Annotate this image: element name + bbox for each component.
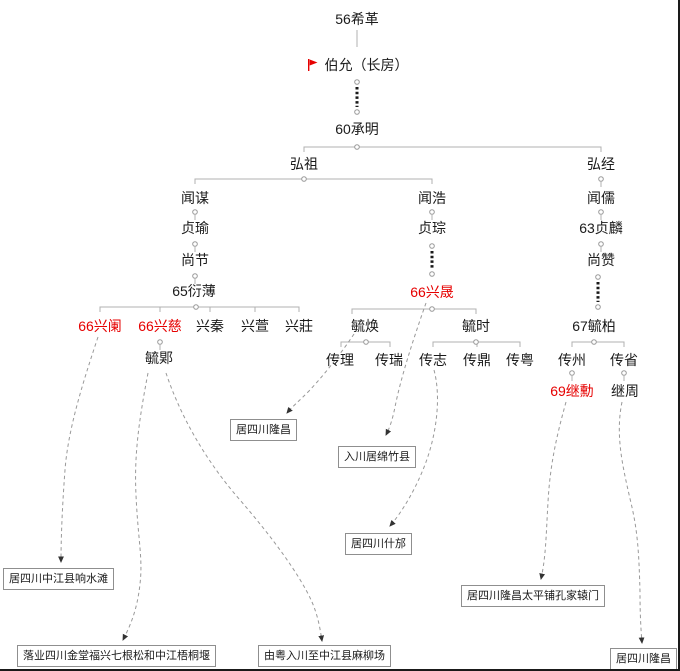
children-bracket xyxy=(571,341,625,347)
location-box-shifang: 居四川什邡 xyxy=(345,533,412,556)
person-xingzhuang[interactable]: 兴莊 xyxy=(285,318,313,334)
person-xingsheng[interactable]: 66兴晟 xyxy=(410,284,454,300)
person-chuanding[interactable]: 传鼎 xyxy=(463,352,491,368)
location-box-longchang1: 居四川隆昌 xyxy=(230,419,297,442)
person-wenru[interactable]: 闻儒 xyxy=(587,190,615,206)
children-bracket xyxy=(351,308,477,314)
person-xinglan[interactable]: 66兴阑 xyxy=(78,318,122,334)
location-box-xiangshuitan: 居四川中江县响水滩 xyxy=(3,568,114,591)
single-links xyxy=(157,176,627,381)
location-box-taipingpu: 居四川隆昌太平铺孔家辕门 xyxy=(461,585,605,608)
location-box-mianzhu: 入川居绵竹县 xyxy=(338,446,416,469)
person-hongzu[interactable]: 弘祖 xyxy=(290,156,318,172)
person-zhenyu[interactable]: 贞瑜 xyxy=(181,220,209,236)
person-jixun[interactable]: 69继勳 xyxy=(550,383,594,399)
person-boyun[interactable]: 伯允（长房） xyxy=(308,58,409,72)
person-chuanyue[interactable]: 传粤 xyxy=(506,352,534,368)
location-box-longchang2: 居四川隆昌 xyxy=(610,648,677,669)
children-bracket xyxy=(194,178,433,184)
person-chuanzhi[interactable]: 传志 xyxy=(419,352,447,368)
person-xige[interactable]: 56希革 xyxy=(335,11,379,27)
person-yujue[interactable]: 毓郹 xyxy=(145,350,173,366)
person-yuhuan[interactable]: 毓焕 xyxy=(351,318,379,334)
person-zhenlin[interactable]: 63贞麟 xyxy=(579,220,623,236)
person-jizhou[interactable]: 继周 xyxy=(611,383,639,399)
person-chengming[interactable]: 60承明 xyxy=(335,121,379,137)
location-box-jintang: 落业四川金堂福兴七根松和中江梧桐堰 xyxy=(17,645,216,668)
person-xingqin[interactable]: 兴秦 xyxy=(196,318,224,334)
person-xingci[interactable]: 66兴慈 xyxy=(138,318,182,334)
person-chuanli[interactable]: 传理 xyxy=(326,352,354,368)
person-zhencong[interactable]: 贞琮 xyxy=(418,220,446,236)
red-flag-icon xyxy=(308,59,319,71)
person-hongjing[interactable]: 弘经 xyxy=(587,156,615,172)
person-wenmou[interactable]: 闻谋 xyxy=(181,190,209,206)
person-yushi[interactable]: 毓时 xyxy=(462,318,490,334)
location-leader-curves xyxy=(58,302,645,644)
person-chuansheng[interactable]: 传省 xyxy=(610,352,638,368)
person-yubai[interactable]: 67毓柏 xyxy=(572,318,616,334)
person-shangjie[interactable]: 尚节 xyxy=(181,252,209,268)
person-chuanrui[interactable]: 传瑞 xyxy=(375,352,403,368)
location-box-maliuchang: 由粤入川至中江县麻柳场 xyxy=(258,645,391,668)
person-chuanzhou[interactable]: 传州 xyxy=(558,352,586,368)
children-bracket xyxy=(303,146,602,152)
children-bracket xyxy=(99,306,300,312)
person-shangzan[interactable]: 尚赞 xyxy=(587,252,615,268)
person-wenhao[interactable]: 闻浩 xyxy=(418,190,446,206)
person-label: 伯允（长房） xyxy=(324,57,409,73)
person-yanbo[interactable]: 65衍薄 xyxy=(172,283,216,299)
person-xingxuan[interactable]: 兴萱 xyxy=(241,318,269,334)
